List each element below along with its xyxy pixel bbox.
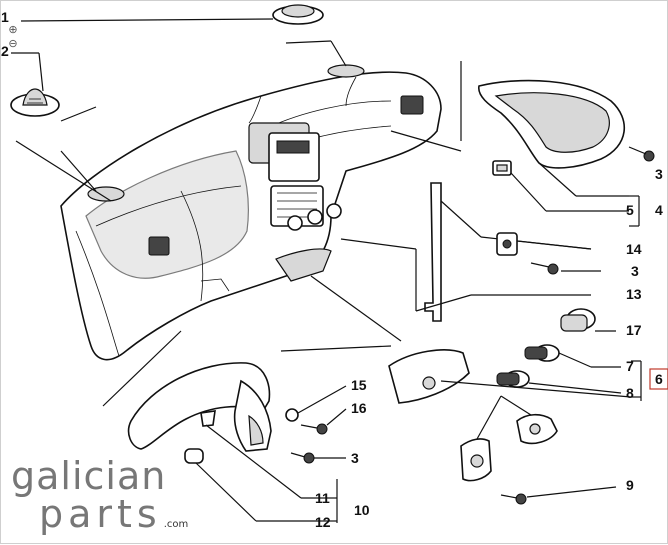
- leader-line: [390, 130, 462, 152]
- leader-line: [330, 40, 347, 67]
- leader-line: [285, 40, 332, 44]
- switch-panel-part-6: [388, 349, 632, 404]
- lower-trim-part-10: [127, 362, 272, 452]
- callout-3-mid: 3: [631, 263, 639, 279]
- screw-part-9: [500, 486, 617, 505]
- callout-11: 11: [315, 490, 330, 506]
- lighter-part-17: [560, 308, 616, 332]
- leader-line: [15, 140, 112, 202]
- leader-line: [500, 395, 532, 416]
- screw-part-3-mid: [530, 262, 601, 275]
- speaker-grille-part-2: [10, 52, 60, 117]
- callout-5: 5: [626, 202, 634, 218]
- leader-line: [340, 238, 417, 250]
- screw-part-3-top: [628, 146, 655, 162]
- zoom-out-icon[interactable]: ⊖: [8, 38, 18, 50]
- leader-line: [60, 150, 97, 192]
- callout-17: 17: [626, 322, 642, 338]
- callout-12: 12: [315, 514, 331, 530]
- callout-13: 13: [626, 286, 642, 302]
- leader-line: [415, 294, 472, 312]
- speaker-grille-part-1: [20, 4, 324, 25]
- callout-3-top: 3: [655, 166, 663, 182]
- leader-line: [60, 106, 97, 122]
- knob-bracket-left: [460, 438, 492, 482]
- zoom-in-icon[interactable]: ⊕: [8, 24, 18, 36]
- callout-10: 10: [354, 502, 370, 518]
- washer-part-15: [285, 385, 347, 422]
- socket-part-7: [524, 344, 621, 368]
- leader-line: [102, 330, 182, 407]
- screw-part-3-low: [290, 452, 346, 464]
- callout-15: 15: [351, 377, 367, 393]
- logo-word-2-text: parts: [39, 492, 162, 536]
- callout-1: 1: [1, 9, 9, 25]
- callout-6: 6: [655, 371, 663, 387]
- callout-9: 9: [626, 477, 634, 493]
- brand-logo: galician parts.com: [11, 457, 188, 544]
- dashboard-panel: [60, 64, 442, 361]
- callout-14: 14: [626, 241, 642, 257]
- leader-line: [280, 345, 392, 352]
- leader-line: [310, 275, 402, 342]
- callout-2: 2: [1, 43, 9, 59]
- screw-part-16: [300, 408, 347, 435]
- plug-part-12: [184, 448, 321, 522]
- callout-8: 8: [626, 385, 634, 401]
- clip-part-11: [200, 410, 321, 499]
- socket-part-8: [496, 370, 622, 394]
- logo-domain: .com: [163, 519, 189, 530]
- clip-part-5: [492, 160, 629, 212]
- leader-line: [476, 395, 502, 440]
- logo-word-1: galician: [11, 454, 167, 498]
- clip-part-14: [496, 232, 592, 256]
- logo-word-2: parts.com: [39, 495, 188, 544]
- callout-4: 4: [655, 202, 663, 218]
- knob-bracket-right: [516, 413, 558, 445]
- glove-box-lid-part-4: [478, 79, 629, 197]
- callout-16: 16: [351, 400, 367, 416]
- callout-highlight-box: [649, 368, 668, 390]
- callout-3-low: 3: [351, 450, 359, 466]
- callout-7: 7: [626, 358, 634, 374]
